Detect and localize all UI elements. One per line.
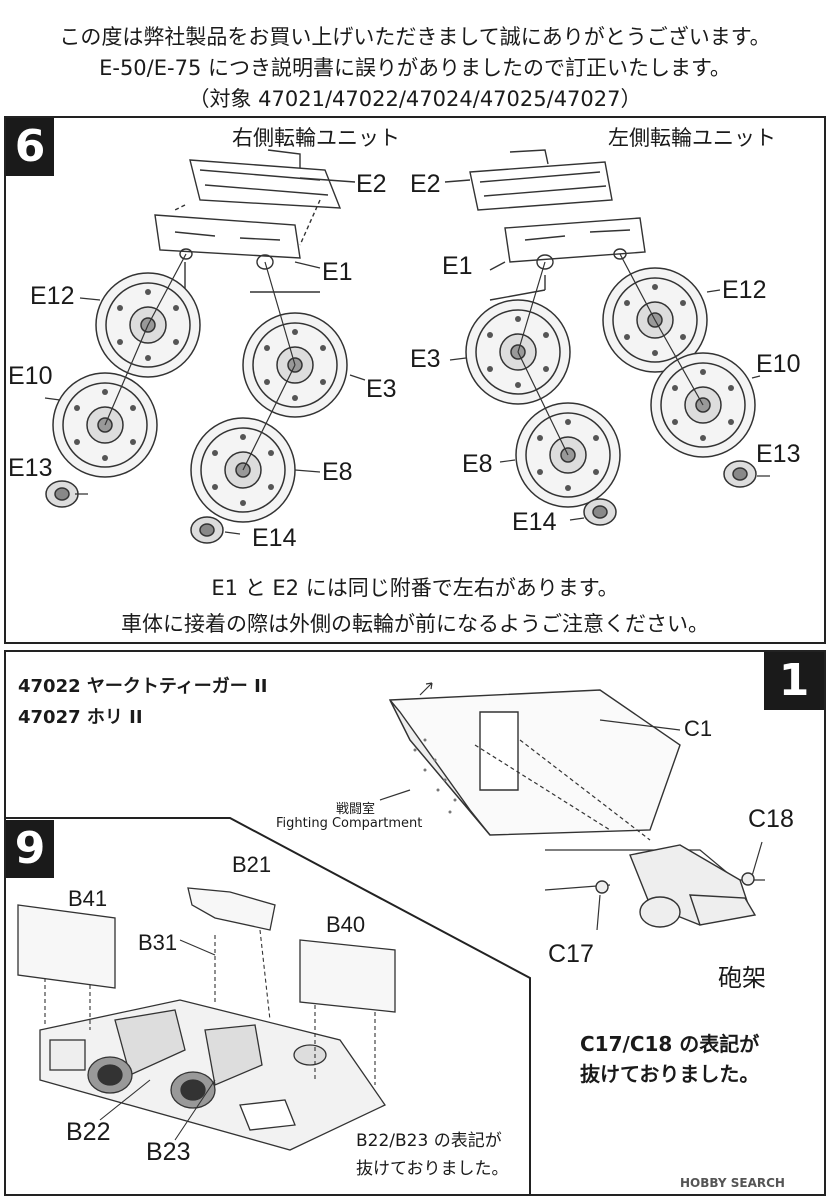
left-unit-title: 左側転輪ユニット xyxy=(608,126,776,150)
label-left-e8: E8 xyxy=(462,450,493,478)
label-b40: B40 xyxy=(326,912,366,937)
label-right-e14: E14 xyxy=(252,524,297,552)
label-right-e2: E2 xyxy=(356,170,387,198)
label-c1: C1 xyxy=(684,716,713,741)
intro-line-1: この度は弊社製品をお買い上げいただきまして誠にありがとうございます。 xyxy=(59,25,771,49)
label-right-e1: E1 xyxy=(322,258,353,286)
label-left-e10: E10 xyxy=(756,350,801,378)
label-b23: B23 xyxy=(146,1138,191,1166)
step6-note-line-2: 車体に接着の際は外側の転輪が前になるようご注意ください。 xyxy=(121,612,709,636)
label-right-e8: E8 xyxy=(322,458,353,486)
label-right-e10: E10 xyxy=(8,362,53,390)
label-left-e1: E1 xyxy=(442,252,473,280)
intro-line-2: E-50/E-75 につき説明書に誤りがありましたので訂正いたします。 xyxy=(99,56,731,80)
watermark-logo: HOBBY SEARCH xyxy=(680,1176,785,1190)
label-fighting-en: Fighting Compartment xyxy=(276,816,423,831)
label-left-e14: E14 xyxy=(512,508,557,536)
step9-note-line-1: B22/B23 の表記が xyxy=(356,1131,502,1151)
model-line-2: 47027 ホリ II xyxy=(18,707,143,728)
label-b21: B21 xyxy=(232,852,272,877)
step9-number: 9 xyxy=(6,820,54,878)
label-gun-mount: 砲架 xyxy=(718,964,766,992)
step1-panel xyxy=(4,650,826,1196)
label-c17: C17 xyxy=(548,940,594,968)
label-b22: B22 xyxy=(66,1118,111,1146)
step6-number: 6 xyxy=(6,118,54,176)
step6-note-line-1: E1 と E2 には同じ附番で左右があります。 xyxy=(211,576,619,600)
label-fighting-jp: 戦闘室 xyxy=(336,802,376,817)
label-b41: B41 xyxy=(68,886,108,911)
label-left-e3: E3 xyxy=(410,345,441,373)
step9-note-line-2: 抜けておりました。 xyxy=(356,1159,509,1179)
label-c18: C18 xyxy=(748,805,794,833)
step1-note-line-2: 抜けておりました。 xyxy=(580,1062,760,1086)
label-right-e12: E12 xyxy=(30,282,75,310)
step6-panel xyxy=(4,116,826,644)
label-left-e13: E13 xyxy=(756,440,801,468)
right-unit-title: 右側転輪ユニット xyxy=(232,126,400,150)
step1-note-line-1: C17/C18 の表記が xyxy=(580,1032,760,1056)
label-right-e13: E13 xyxy=(8,454,53,482)
label-b31: B31 xyxy=(138,930,178,955)
step1-number: 1 xyxy=(764,652,824,710)
intro-line-3: （対象 47021/47022/47024/47025/47027） xyxy=(188,87,642,111)
label-right-e3: E3 xyxy=(366,375,397,403)
model-line-1: 47022 ヤークトティーガー II xyxy=(18,676,268,697)
label-left-e2: E2 xyxy=(410,170,441,198)
label-left-e12: E12 xyxy=(722,276,767,304)
